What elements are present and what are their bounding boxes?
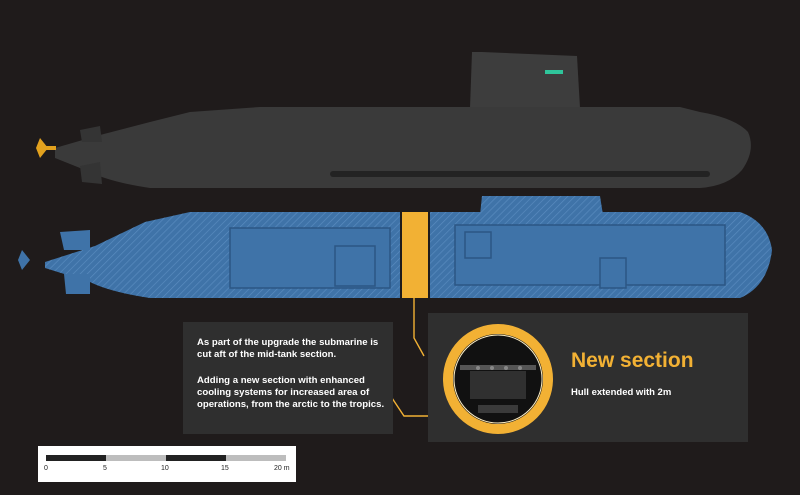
scale-tick: 5 bbox=[103, 465, 107, 472]
info-panel: As part of the upgrade the submarine is … bbox=[183, 322, 393, 434]
hull-cross-section-icon bbox=[443, 324, 553, 434]
callout-subtitle: Hull extended with 2m bbox=[571, 387, 672, 398]
new-section-insert bbox=[402, 212, 428, 298]
submarine-original bbox=[36, 52, 751, 188]
callout-title: New section bbox=[571, 349, 694, 372]
submarine-upgraded bbox=[18, 196, 772, 298]
scale-tick: 10 bbox=[161, 465, 169, 472]
scale-tick: 15 bbox=[221, 465, 229, 472]
connector-line bbox=[413, 298, 425, 357]
scale-tick: 20 m bbox=[274, 465, 290, 472]
propeller-icon bbox=[36, 138, 48, 158]
sail-indicator-light bbox=[545, 70, 563, 74]
scale-bar: 0 5 10 15 20 m bbox=[38, 446, 296, 482]
scale-tick: 0 bbox=[44, 465, 48, 472]
new-section-callout: New section Hull extended with 2m bbox=[428, 313, 748, 442]
info-text-2: Adding a new section with enhanced cooli… bbox=[197, 375, 385, 410]
info-text-1: As part of the upgrade the submarine is … bbox=[197, 337, 379, 360]
